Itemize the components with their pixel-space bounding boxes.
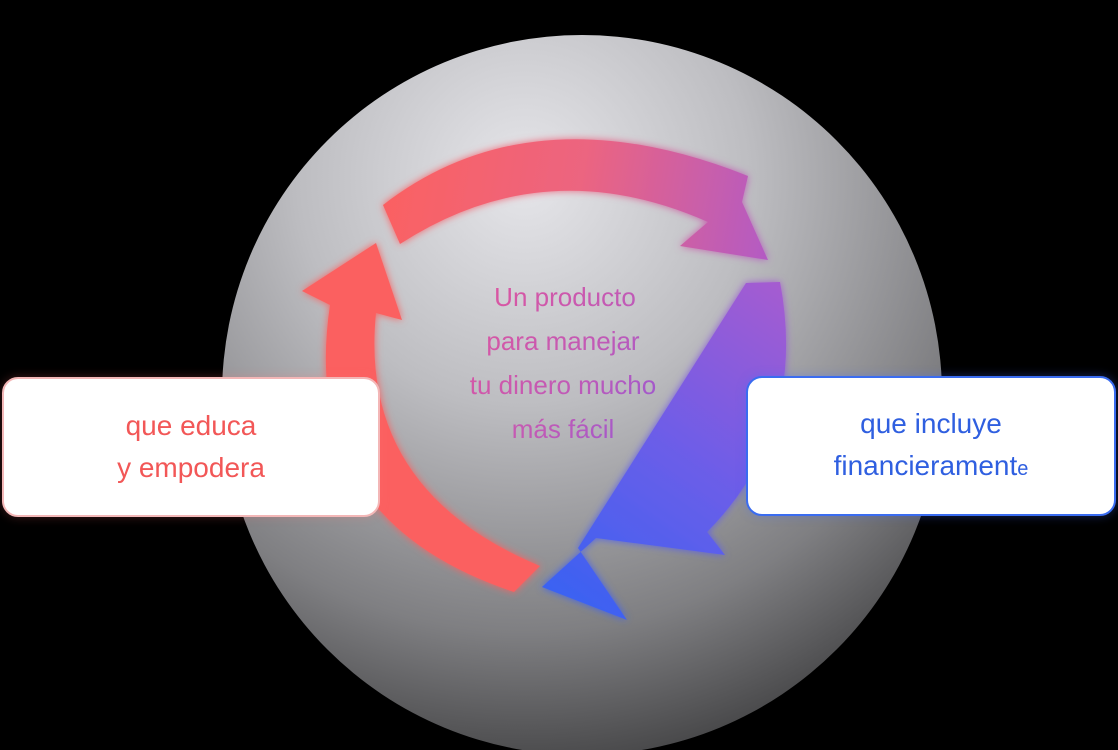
card-incluye: que incluye financieramente [746, 376, 1116, 516]
arrow-right-bottom [542, 282, 787, 620]
center-text-line-4: más fácil [512, 414, 615, 444]
card-right-line-1: que incluye [860, 403, 1002, 445]
arrow-left-up [302, 243, 540, 592]
card-right-bold: incluye [914, 407, 1002, 439]
card-left-line-1: que educa [126, 405, 257, 447]
card-left-line-2: y empodera [117, 452, 265, 483]
card-educa-empodera: que educa y empodera [2, 377, 380, 517]
card-left-bold: educa [180, 410, 257, 441]
arrow-top-right [383, 139, 768, 260]
card-right-line-2-t: t [1009, 449, 1018, 481]
center-text-line-2: para manejar [486, 326, 640, 356]
card-right-line-2: financieramente [834, 445, 1029, 490]
center-text-line-1: Un producto [494, 282, 636, 312]
card-left-prefix: que [125, 410, 181, 441]
card-right-line-2-main: financieramen [833, 449, 1010, 481]
card-right-prefix: que [860, 407, 915, 439]
center-text: Un producto para manejar tu dinero mucho… [470, 282, 656, 444]
card-right-line-2-small-e: e [1017, 457, 1029, 480]
center-text-line-3: tu dinero mucho [470, 370, 656, 400]
